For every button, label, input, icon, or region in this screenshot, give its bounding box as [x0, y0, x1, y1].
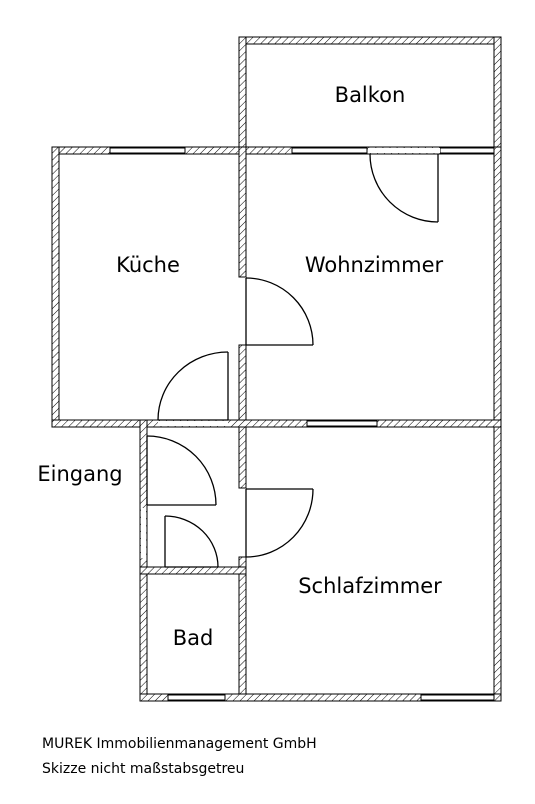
room-label-bad: Bad	[173, 626, 214, 650]
door-openings	[141, 148, 440, 558]
wall-kitchen-bottom	[51, 419, 502, 428]
wall-balkon-right	[493, 36, 502, 154]
wall-center-upper	[238, 146, 247, 278]
wall-bottom	[139, 693, 502, 702]
wall-center-lower	[238, 556, 247, 702]
wall-bad-top	[139, 566, 247, 575]
room-label-balkon: Balkon	[335, 83, 406, 107]
door-schlafzimmer	[245, 488, 314, 558]
room-label-kueche: Küche	[116, 253, 180, 277]
walls	[51, 36, 502, 702]
doors	[146, 153, 439, 568]
window	[109, 147, 186, 154]
door-bad	[164, 515, 219, 568]
door-eingang	[146, 435, 217, 506]
window	[291, 147, 368, 154]
door-balkon	[369, 153, 439, 223]
window	[439, 147, 495, 154]
room-label-wohnzimmer: Wohnzimmer	[305, 253, 444, 277]
window	[306, 420, 378, 427]
wall-balkon-left	[238, 36, 247, 154]
footer-note: Skizze nicht maßstabsgetreu	[42, 761, 245, 777]
windows	[109, 147, 495, 701]
room-label-schlafzimmer: Schlafzimmer	[298, 574, 442, 598]
window	[420, 694, 495, 701]
wall-balkon-top	[238, 36, 502, 45]
door-kueche-wohnzimmer	[245, 277, 314, 346]
wall-center-mid	[238, 344, 247, 489]
wall-hall-left	[139, 419, 148, 702]
window	[167, 694, 226, 701]
footer-company: MUREK Immobilienmanagement GmbH	[42, 736, 317, 752]
door-kueche-flur	[157, 351, 229, 421]
wall-kitchen-left	[51, 146, 60, 427]
room-label-eingang: Eingang	[37, 462, 122, 486]
